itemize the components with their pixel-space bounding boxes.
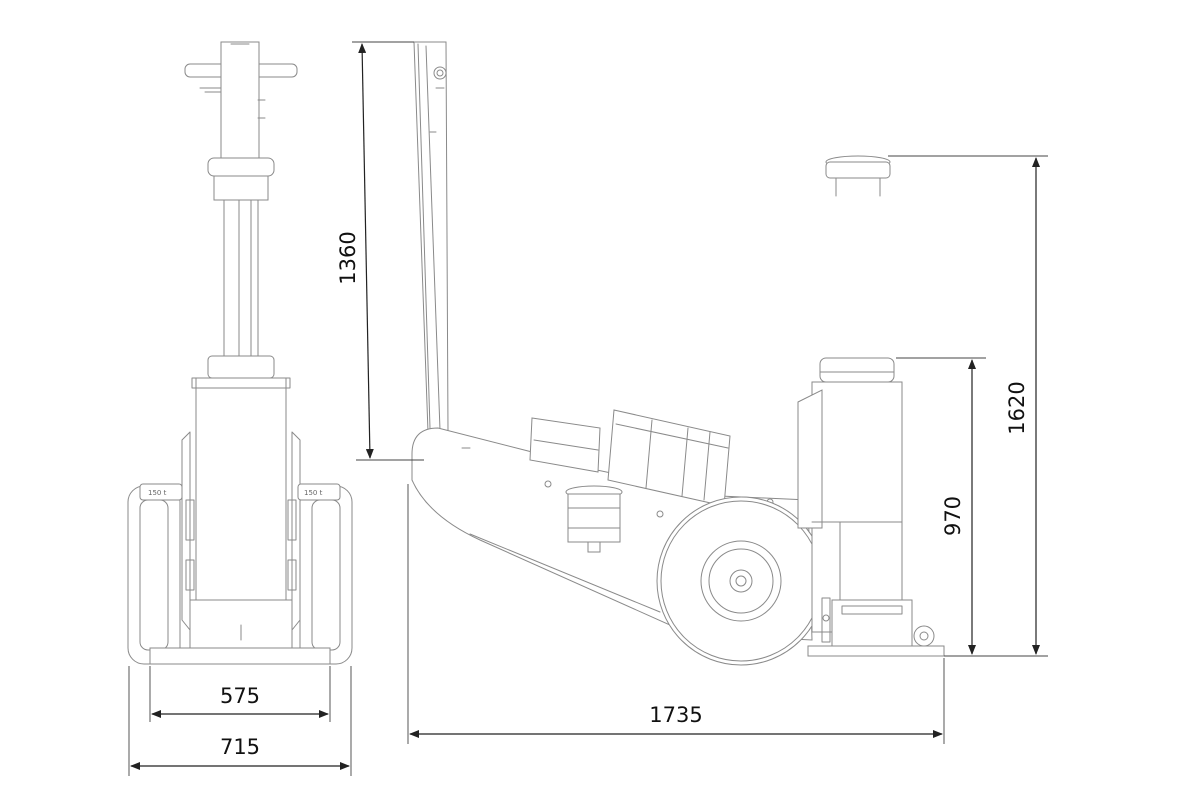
dimension-1620-label: 1620 bbox=[1005, 381, 1029, 434]
dimension-1620: 1620 bbox=[888, 155, 1048, 657]
dimension-970-label: 970 bbox=[941, 496, 965, 536]
left-wheel-label: 150 t bbox=[148, 489, 167, 497]
dimension-1735-label: 1735 bbox=[649, 703, 702, 727]
left-wheel bbox=[127, 485, 181, 665]
dimension-1360: 1360 bbox=[336, 41, 424, 461]
dimension-575-label: 575 bbox=[220, 684, 260, 708]
right-wheel bbox=[299, 485, 353, 665]
dimension-970: 970 bbox=[896, 357, 986, 657]
side-view bbox=[411, 41, 945, 666]
right-wheel-label: 150 t bbox=[304, 489, 323, 497]
dimension-715-label: 715 bbox=[220, 735, 260, 759]
dimension-715: 715 bbox=[128, 666, 352, 776]
dimension-575: 575 bbox=[149, 666, 331, 722]
dimension-1360-label: 1360 bbox=[336, 231, 360, 284]
dimension-1735: 1735 bbox=[407, 484, 945, 744]
front-view: 150 t 150 t bbox=[127, 41, 353, 665]
